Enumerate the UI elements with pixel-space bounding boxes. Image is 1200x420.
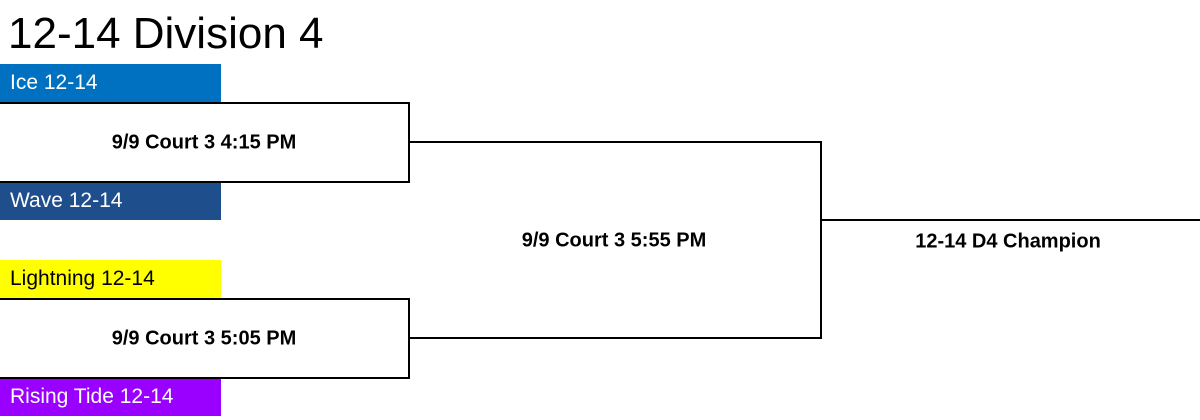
bracket-line-sf2-bottom	[0, 377, 410, 379]
semifinal-2-label: 9/9 Court 3 5:05 PM	[111, 327, 297, 350]
bracket-line-sf2-out	[408, 337, 822, 339]
bracket-line-champion	[820, 219, 1200, 221]
semifinal-1-label: 9/9 Court 3 4:15 PM	[111, 131, 297, 154]
bracket-line-sf2-top	[0, 298, 410, 300]
bracket-line-sf1-out	[408, 141, 822, 143]
team-slot-lightning: Lightning 12-14	[0, 260, 221, 298]
team-slot-rising-tide: Rising Tide 12-14	[0, 378, 221, 416]
bracket-line-sf1-bottom	[0, 181, 410, 183]
team-slot-wave: Wave 12-14	[0, 182, 221, 220]
bracket-line-final-vertical	[820, 141, 822, 339]
champion-label: 12-14 D4 Champion	[915, 230, 1101, 253]
bracket-line-sf1-top	[0, 102, 410, 104]
bracket-title: 12-14 Division 4	[8, 9, 324, 58]
final-match-label: 9/9 Court 3 5:55 PM	[521, 229, 707, 252]
team-slot-ice: Ice 12-14	[0, 64, 221, 102]
